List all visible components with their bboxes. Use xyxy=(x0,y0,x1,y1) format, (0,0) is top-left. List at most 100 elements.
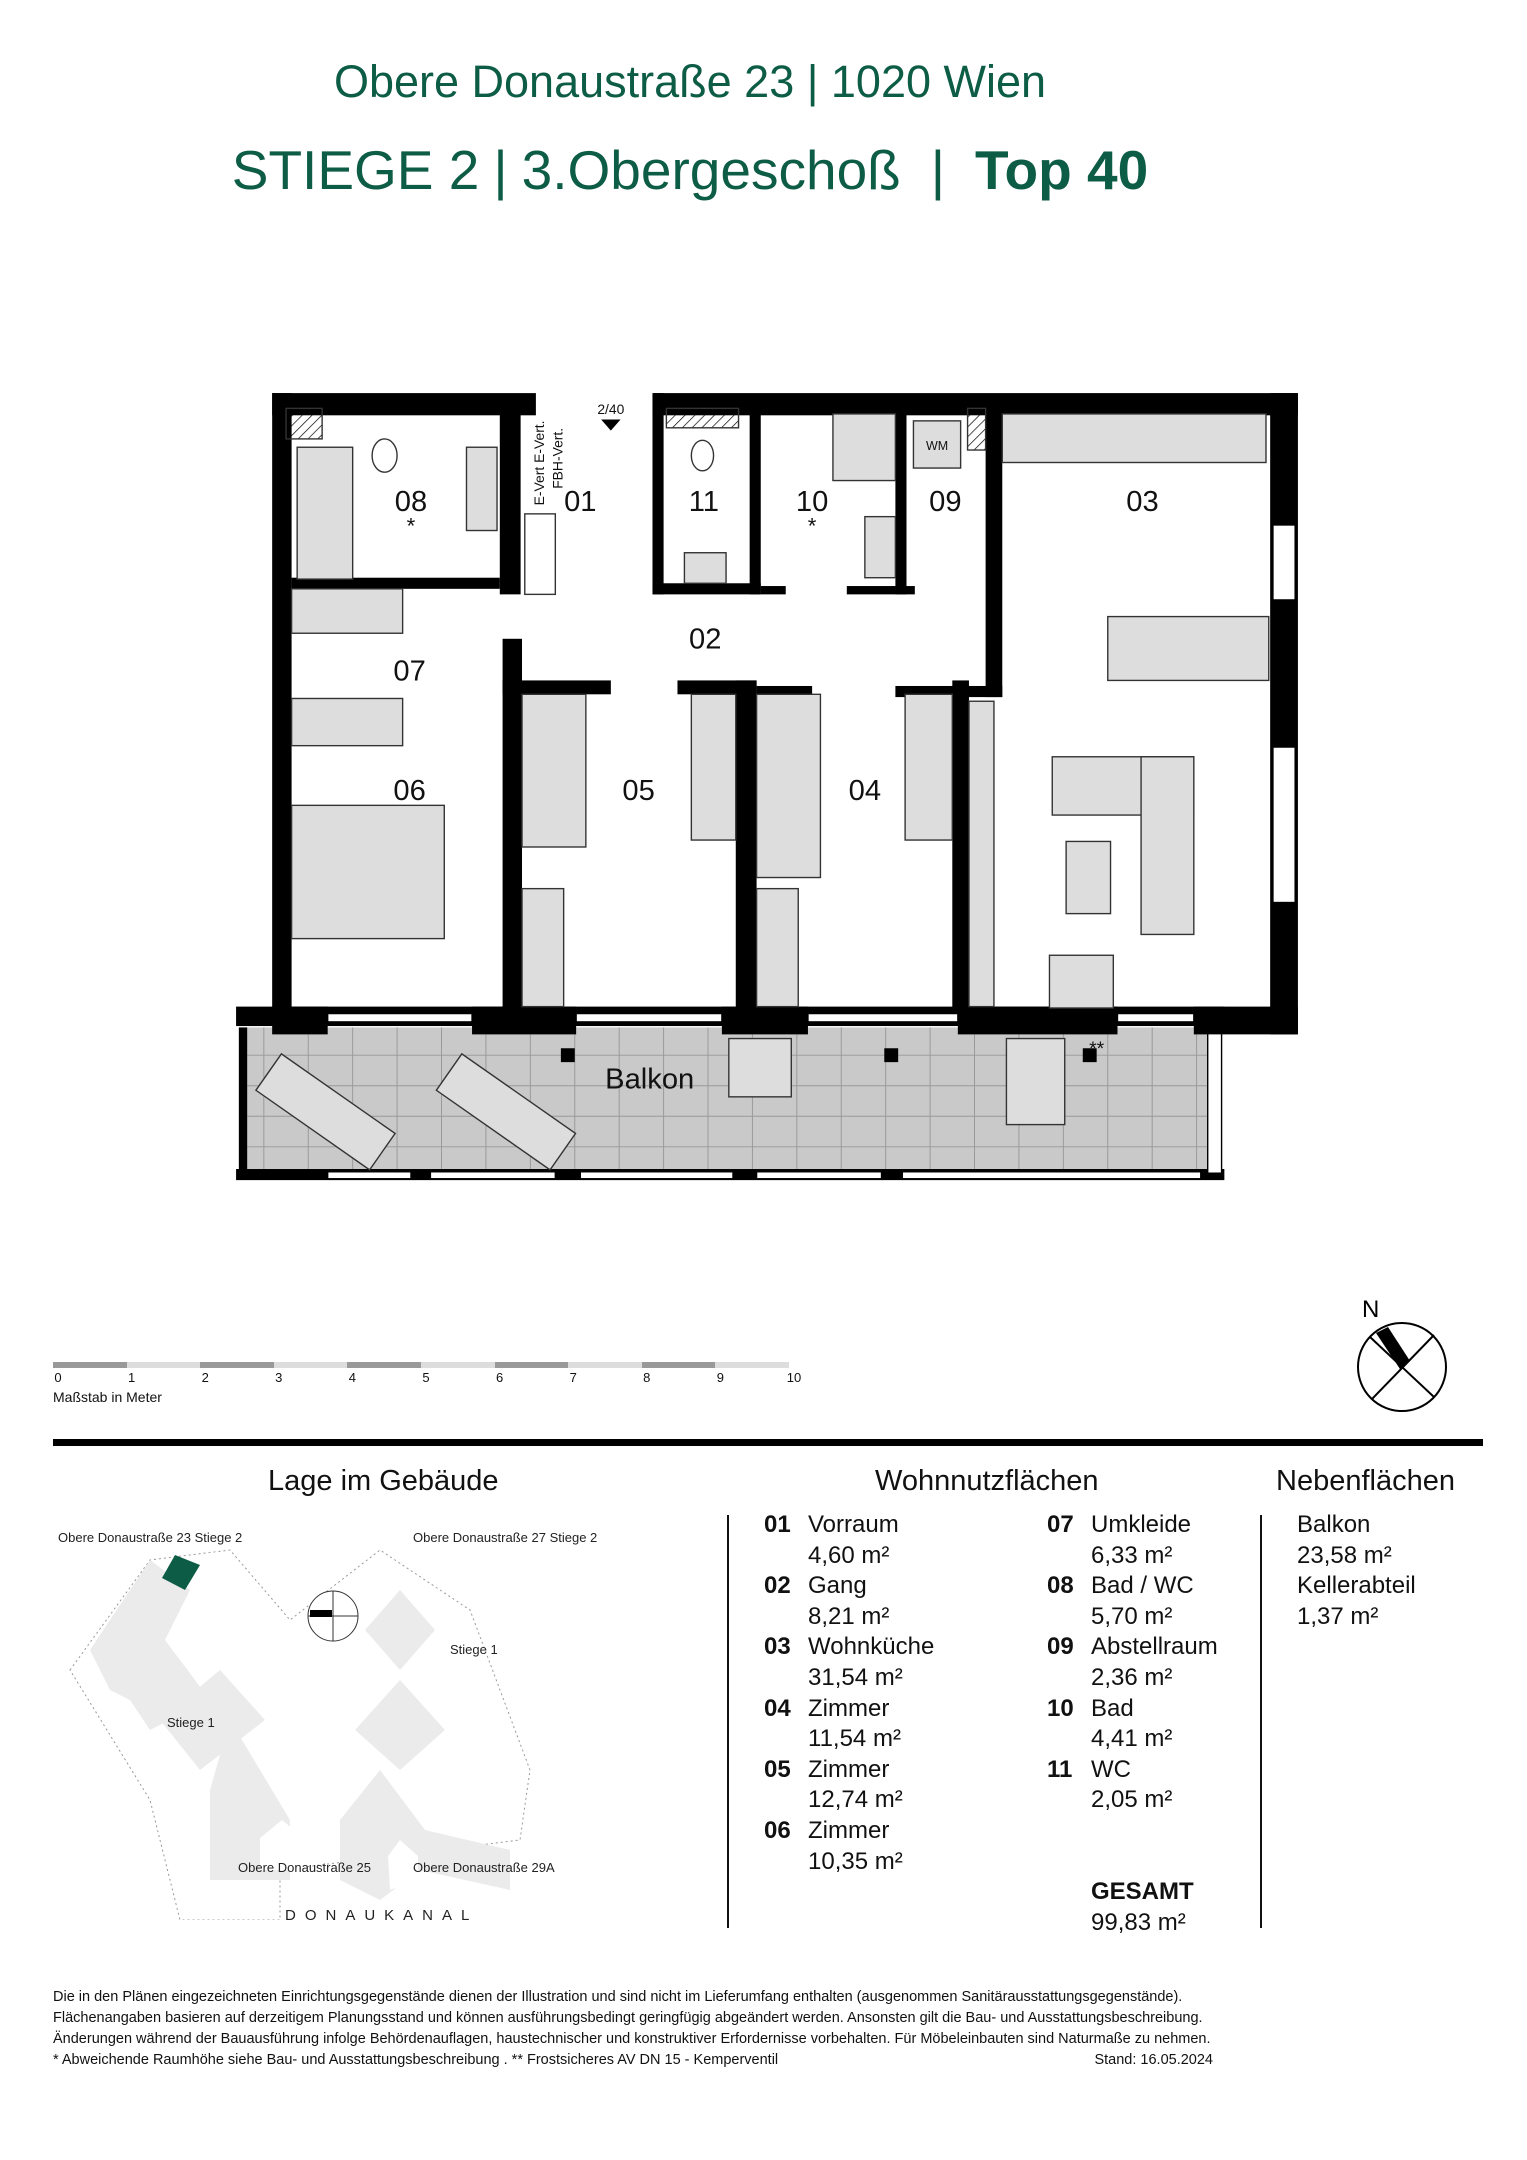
room-number: 02 xyxy=(764,1572,791,1600)
room-number: 05 xyxy=(764,1755,791,1783)
scale-segment xyxy=(715,1362,789,1368)
address-title: Obere Donaustraße 23 | 1020 Wien xyxy=(333,56,1047,107)
room-area: 10,35 m² xyxy=(808,1847,903,1875)
neben-area: 23,58 m² xyxy=(1297,1541,1392,1569)
scale-segment xyxy=(641,1362,716,1368)
area-item: 01 Vorraum 4,60 m² xyxy=(764,1510,934,1571)
evert-label-2: E-Vert. xyxy=(531,420,547,462)
room-label-04: 04 xyxy=(849,775,881,807)
room-area: 11,54 m² xyxy=(808,1725,901,1753)
room-number: 01 xyxy=(764,1511,791,1538)
room-label-06: 06 xyxy=(393,775,425,807)
area-item: 10 Bad 4,41 m² xyxy=(1047,1694,1218,1755)
room-name: Bad xyxy=(1091,1694,1134,1722)
room-name: Wohnküche xyxy=(808,1633,935,1661)
entrance-arrow-icon xyxy=(601,419,621,431)
map-label: Obere Donaustraße 23 Stiege 2 xyxy=(58,1530,242,1545)
room-area: 31,54 m² xyxy=(808,1663,903,1691)
map-label: Obere Donaustraße 27 Stiege 2 xyxy=(413,1530,597,1545)
room-area: 5,70 m² xyxy=(1091,1602,1173,1630)
room-name: Abstellraum xyxy=(1091,1633,1218,1661)
room-label-10: 10 xyxy=(796,486,828,518)
scale-tick: 0 xyxy=(54,1370,62,1385)
room-number: 11 xyxy=(1047,1755,1073,1783)
balcony-label: Balkon xyxy=(605,1064,694,1096)
room-label-09: 09 xyxy=(929,486,961,518)
room-area: 8,21 m² xyxy=(808,1602,890,1630)
washing-machine-label: WM xyxy=(926,439,948,453)
room-label-08: 08 xyxy=(395,486,427,518)
scale-segment xyxy=(494,1362,569,1368)
room-area: 4,41 m² xyxy=(1091,1725,1173,1753)
evert-label: E-Vert xyxy=(531,467,547,506)
room-area: 2,36 m² xyxy=(1091,1663,1173,1691)
neben-list: Balkon 23,58 m² Kellerabteil 1,37 m² xyxy=(1297,1510,1416,1632)
map-label: Obere Donaustraße 29A xyxy=(413,1860,555,1875)
scale-tick: 9 xyxy=(716,1370,725,1385)
room-label-05: 05 xyxy=(622,775,654,807)
top-number: Top 40 xyxy=(975,139,1149,201)
disclaimer: Die in den Plänen eingezeichneten Einric… xyxy=(53,1987,1213,2071)
divider xyxy=(53,1439,1483,1446)
disclaimer-line: Änderungen während der Bauausführung inf… xyxy=(53,2031,1211,2047)
entrance-label: 2/40 xyxy=(597,401,624,417)
room-name: Zimmer xyxy=(808,1816,890,1844)
scale-label: Maßstab in Meter xyxy=(53,1389,162,1405)
scale-tick: 6 xyxy=(495,1370,504,1385)
room-area: 4,60 m² xyxy=(808,1541,890,1569)
furniture xyxy=(285,407,1270,1009)
unit-location-marker xyxy=(162,1555,200,1590)
wohn-title: Wohnnutzflächen xyxy=(875,1465,1099,1497)
room-name: Gang xyxy=(808,1572,867,1600)
scale-tick: 5 xyxy=(422,1370,430,1385)
area-item: 06 Zimmer 10,35 m² xyxy=(764,1816,934,1877)
disclaimer-line: Die in den Plänen eingezeichneten Einric… xyxy=(53,1989,1183,2005)
room-label-07: 07 xyxy=(393,655,425,687)
north-label: N xyxy=(1362,1296,1379,1323)
unit-title: STIEGE 2|3.Obergeschoß|Top 40 xyxy=(231,139,1149,201)
date-stamp: Stand: 16.05.2024 xyxy=(1094,2052,1213,2068)
scale-tick: 2 xyxy=(201,1370,209,1385)
disclaimer-line: * Abweichende Raumhöhe siehe Bau- und Au… xyxy=(53,2052,779,2068)
neben-name: Kellerabteil xyxy=(1297,1572,1416,1600)
room-number: 09 xyxy=(1047,1633,1074,1661)
floor: 3.Obergeschoß xyxy=(521,139,901,201)
room-name: Vorraum xyxy=(808,1511,899,1538)
neben-area: 1,37 m² xyxy=(1297,1602,1379,1630)
disclaimer-line: Flächenangaben basieren auf derzeitigem … xyxy=(53,2010,1203,2026)
room-area: 12,74 m² xyxy=(808,1786,903,1814)
room-name: Bad / WC xyxy=(1091,1572,1194,1600)
room-name: Zimmer xyxy=(808,1694,890,1722)
room-number: 04 xyxy=(764,1694,791,1722)
room-label-03: 03 xyxy=(1126,486,1158,518)
column-divider xyxy=(1260,1515,1262,1928)
stiege: STIEGE 2 xyxy=(231,139,480,201)
neben-name: Balkon xyxy=(1297,1511,1371,1538)
room-area: 6,33 m² xyxy=(1091,1541,1173,1569)
map-label: Stiege 1 xyxy=(450,1642,498,1657)
compass: N xyxy=(1357,1296,1447,1412)
room-number: 03 xyxy=(764,1633,791,1661)
room-area: 2,05 m² xyxy=(1091,1786,1173,1814)
room-number: 06 xyxy=(764,1816,791,1844)
scale-segment xyxy=(273,1362,348,1368)
scale-tick: 10 xyxy=(786,1370,802,1385)
scale-bar xyxy=(53,1362,789,1368)
fbh-label: FBH-Vert. xyxy=(549,428,565,489)
room-number: 10 xyxy=(1047,1694,1074,1722)
scale-segment xyxy=(420,1362,495,1368)
map-label: Stiege 1 xyxy=(167,1715,215,1730)
location-map: Obere Donaustraße 23 Stiege 2 Obere Dona… xyxy=(58,1530,597,1920)
asterisk-10: * xyxy=(808,513,817,538)
scale-tick: 3 xyxy=(275,1370,283,1385)
scale-segment xyxy=(347,1362,421,1368)
scale-segment xyxy=(53,1362,127,1368)
